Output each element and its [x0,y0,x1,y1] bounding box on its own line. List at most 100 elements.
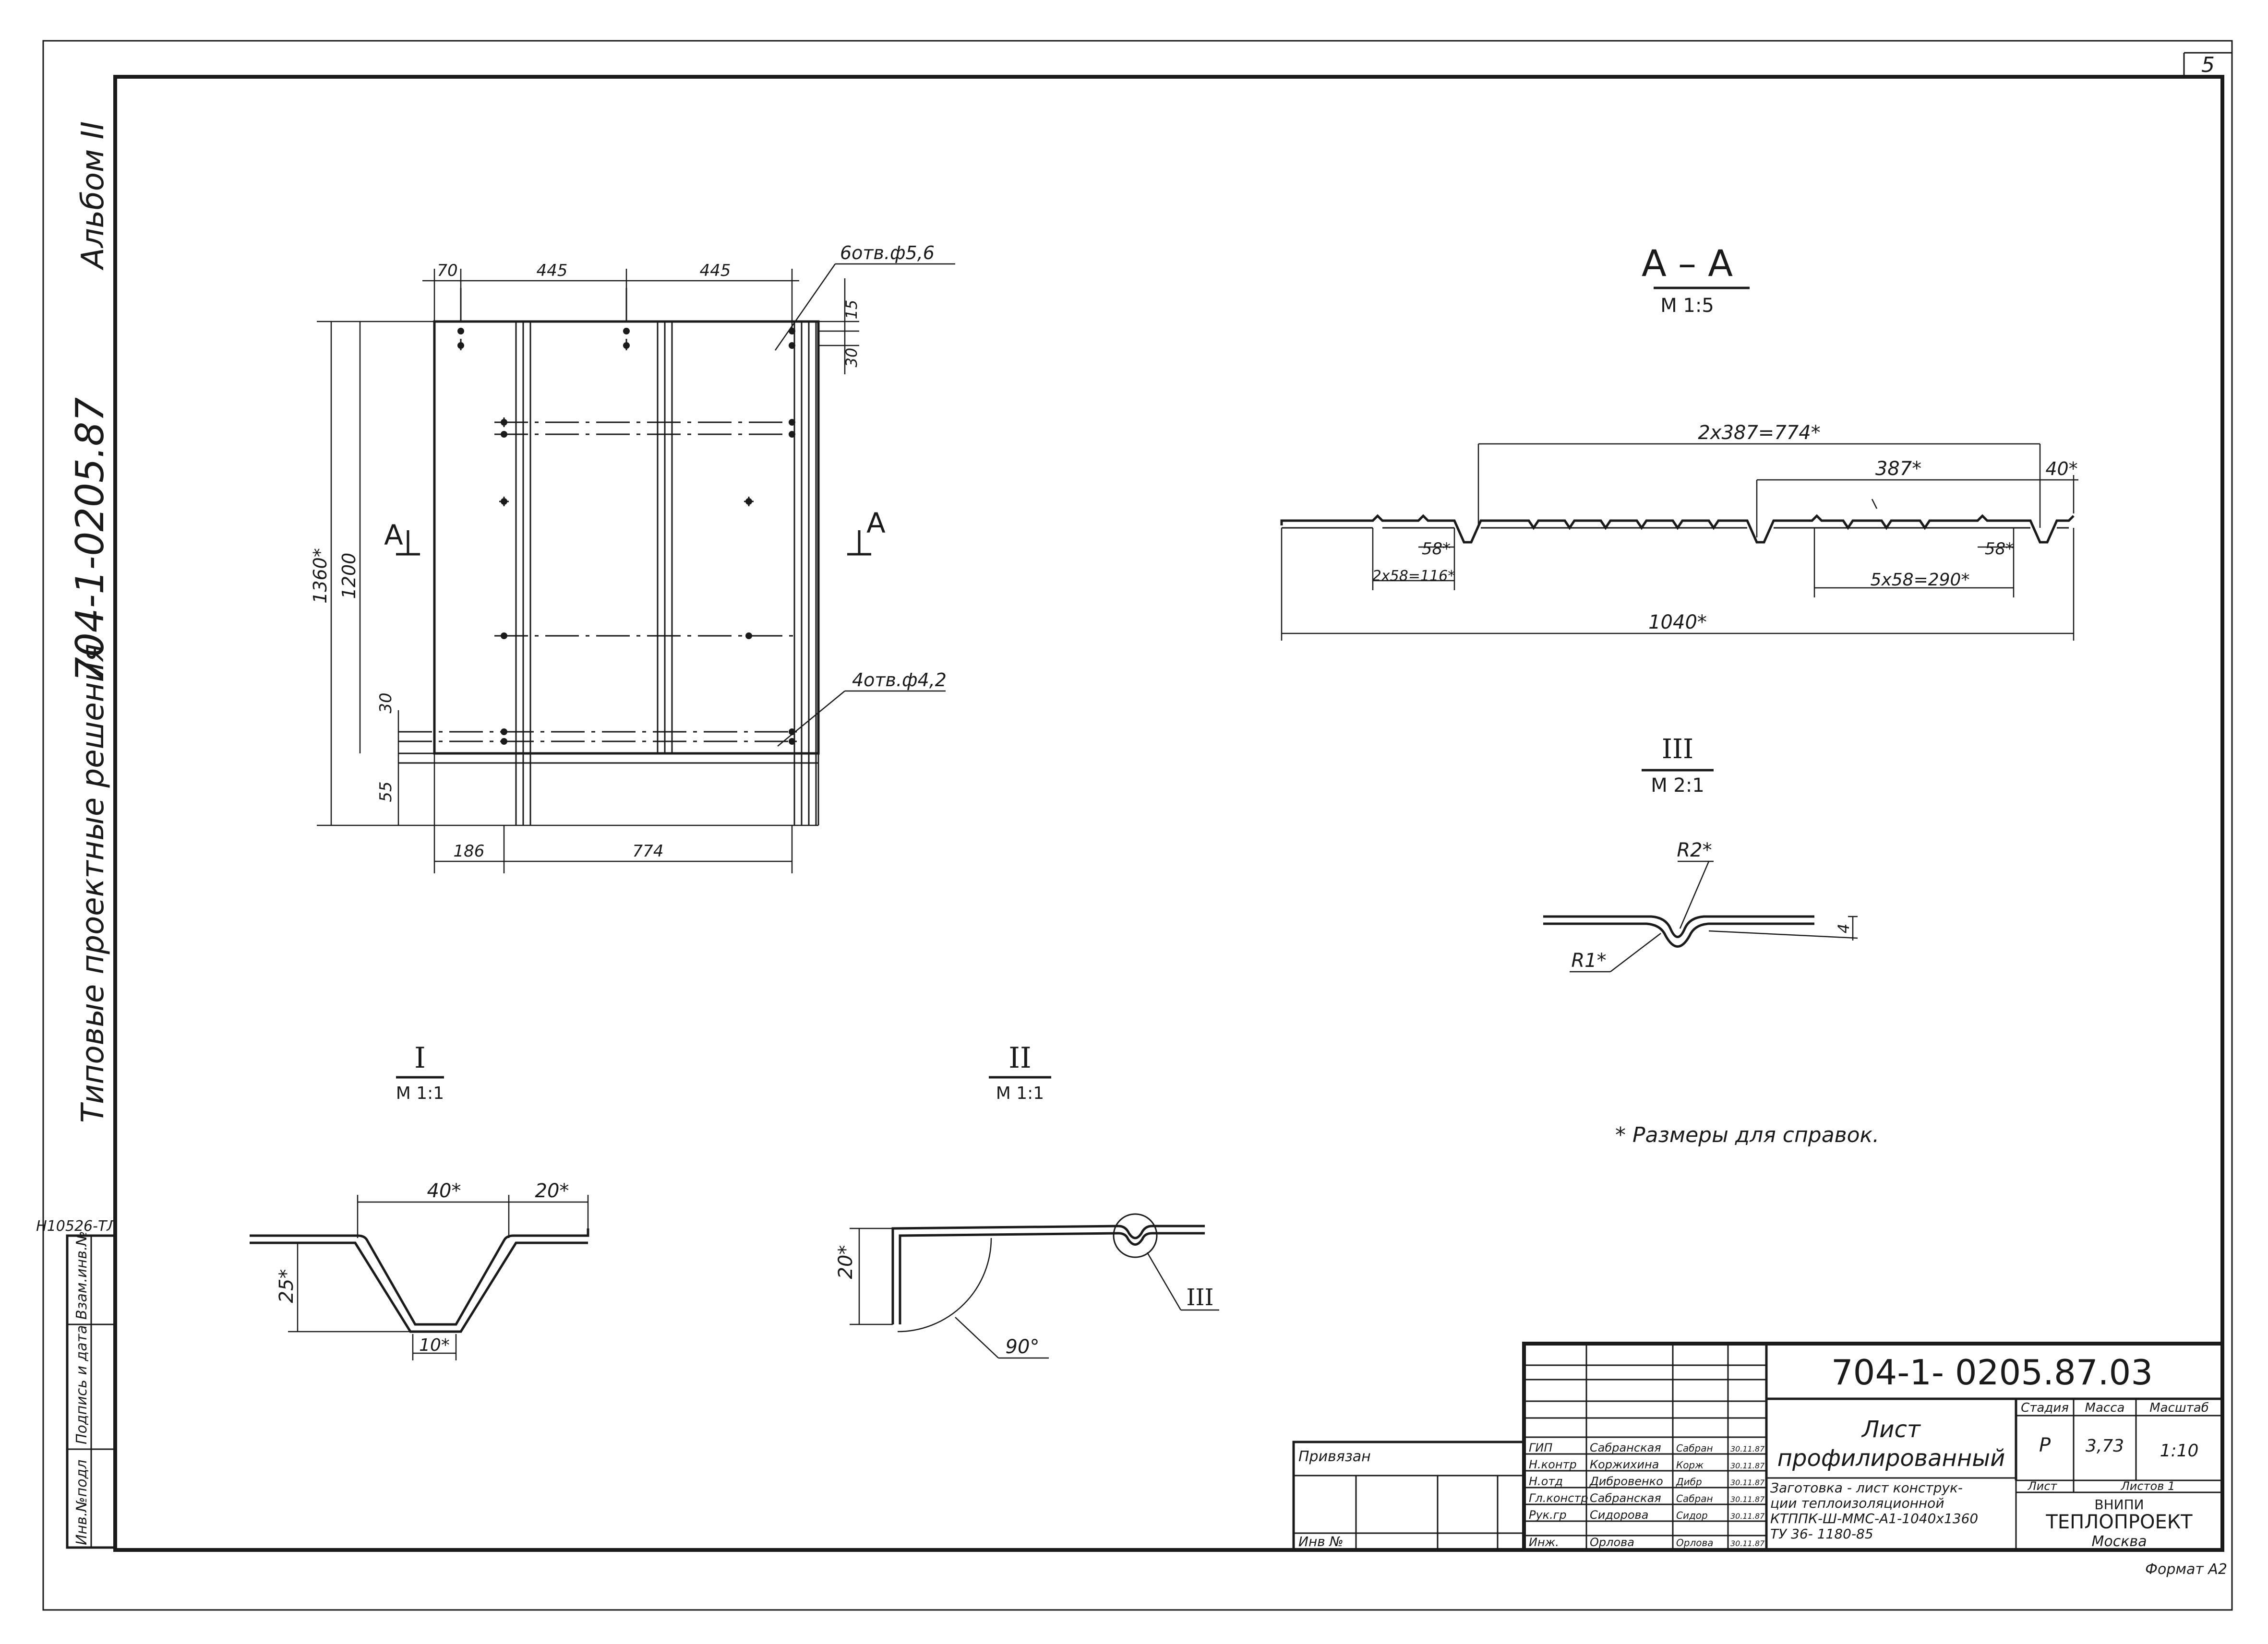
title-sheet-label: Лист [2028,1479,2058,1493]
plan-dim-30-top: 30 [842,348,861,368]
title-col-mass: Масса [2085,1401,2125,1415]
plan-dim-774: 774 [633,842,664,861]
plan-section-mark-right: A [866,507,886,539]
stamp-col-inv: Инв.№подл [73,1460,90,1545]
signer-sign: Сабран [1676,1442,1713,1454]
detail-1-dim-25: 25* [276,1269,298,1303]
title-col-stage: Стадия [2021,1401,2069,1415]
signer-sign: Корж [1676,1459,1704,1471]
detail-2-title: II [1008,1041,1031,1075]
signer-role: Н.отд [1529,1475,1563,1488]
section-aa-dim-58-left: 58* [1422,539,1451,559]
section-aa-dim-774: 2x387=774* [1698,422,1820,444]
title-material-1: Заготовка - лист конструк- [1770,1480,1963,1496]
signer-name: Коржихина [1590,1458,1659,1471]
signer-date: 30.11.87 [1730,1512,1765,1521]
title-org-line1: ВНИПИ [2094,1497,2144,1513]
title-scale: 1:10 [2160,1441,2199,1461]
title-block [1292,1342,2224,1552]
signer-role: Н.контр [1529,1458,1577,1471]
detail-2-profile [850,1213,1219,1359]
detail-2-callout: III [1187,1284,1214,1311]
sheet-frame [42,40,2233,1611]
signer-date: 30.11.87 [1730,1495,1765,1504]
signer-role: Инж. [1529,1536,1559,1549]
detail-2-angle: 90° [1006,1336,1040,1358]
title-org-line2: ТЕПЛОПРОЕКТ [2045,1511,2193,1533]
reference-note: * Размеры для справок. [1615,1123,1879,1147]
detail-3-depth: 4 [1835,924,1853,933]
plan-dim-55: 55 [376,781,396,802]
title-privyazan: Привязан [1298,1448,1371,1465]
side-inventory: Н10526-ТЛ [36,1218,118,1235]
title-col-scale: Масштаб [2149,1401,2209,1415]
section-aa-dim-40: 40* [2045,458,2077,479]
title-material-4: ТУ 36- 1180-85 [1770,1526,1873,1542]
plan-section-mark-left: A [384,519,403,551]
detail-1-scale: М 1:1 [396,1084,444,1103]
signer-role: Гл.констр [1529,1491,1588,1505]
plan-dim-445-a: 445 [537,261,568,280]
section-aa-dim-5x58: 5x58=290* [1871,570,1970,590]
left-stamp [66,1234,117,1549]
section-aa-dim-387: 387* [1875,458,1921,480]
title-material-3: КТППК-Ш-ММС-А1-1040x1360 [1770,1511,1978,1526]
plan-holes-top-label: 6отв.ф5,6 [840,242,935,263]
detail-1-profile [250,1195,589,1360]
signer-sign: Сабран [1676,1493,1713,1504]
side-album: Альбом II [75,121,111,271]
detail-1-dim-20: 20* [535,1180,569,1202]
signer-name: Сабранская [1590,1441,1661,1454]
detail-3-profile [1543,860,1858,973]
detail-3-r1: R1* [1571,950,1606,972]
signer-sign: Дибр [1676,1476,1702,1488]
signer-name: Орлова [1590,1536,1634,1549]
title-inv-no: Инв № [1298,1534,1344,1549]
detail-2-dim-20: 20* [835,1245,857,1279]
sheet-number: 5 [2201,53,2215,77]
signer-sign: Сидор [1676,1510,1708,1521]
signer-sign: Орлова [1676,1537,1714,1549]
signer-date: 30.11.87 [1730,1444,1765,1453]
signer-name: Сидорова [1590,1508,1648,1522]
section-aa-title: А – А [1642,242,1733,285]
signer-date: 30.11.87 [1730,1539,1765,1548]
side-series: Типовые проектные решения [75,643,111,1123]
signer-date: 30.11.87 [1730,1478,1765,1487]
title-material-2: ции теплоизоляционной [1770,1495,1944,1511]
side-code: 704-1-0205.87 [68,397,112,681]
title-format: Формат А2 [2145,1561,2227,1578]
detail-1-title: I [414,1041,426,1075]
plan-dim-70: 70 [437,261,457,280]
title-name-line2: профилированный [1777,1445,2005,1472]
signer-role: Рук.гр [1529,1508,1567,1522]
title-name-line1: Лист [1861,1416,1921,1443]
detail-3-title: III [1662,734,1693,765]
detail-1-dim-40: 40* [427,1180,461,1202]
section-aa-dim-1040: 1040* [1648,611,1707,633]
detail-3-scale: М 2:1 [1651,774,1704,797]
plan-dim-15: 15 [842,300,861,320]
signer-role: ГИП [1529,1441,1552,1454]
stamp-col-sign: Подпись и дата [73,1325,90,1445]
signer-name: Дибровенко [1589,1475,1663,1488]
plan-holes-bottom-label: 4отв.ф4,2 [852,669,947,691]
detail-2-scale: М 1:1 [996,1084,1044,1103]
section-aa-dim-58-right: 58* [1985,539,2014,559]
plan-dim-186: 186 [454,842,485,861]
title-stage: Р [2039,1434,2051,1456]
plan-view [317,263,955,873]
detail-3-r2: R2* [1677,839,1712,861]
title-mass: 3,73 [2086,1436,2124,1456]
title-org-line3: Москва [2092,1533,2147,1550]
plan-dim-1360: 1360* [310,548,331,604]
section-aa-dim-2x58: 2x58=116* [1372,568,1455,584]
plan-dim-1200: 1200 [338,553,360,599]
plan-dim-445-b: 445 [700,261,731,280]
detail-1-dim-10: 10* [419,1335,450,1355]
section-aa-profile [1280,443,2078,641]
title-sheets-label: Листов 1 [2121,1479,2175,1493]
title-doc-code: 704-1- 0205.87.03 [1831,1352,2153,1393]
signer-date: 30.11.87 [1730,1461,1765,1470]
